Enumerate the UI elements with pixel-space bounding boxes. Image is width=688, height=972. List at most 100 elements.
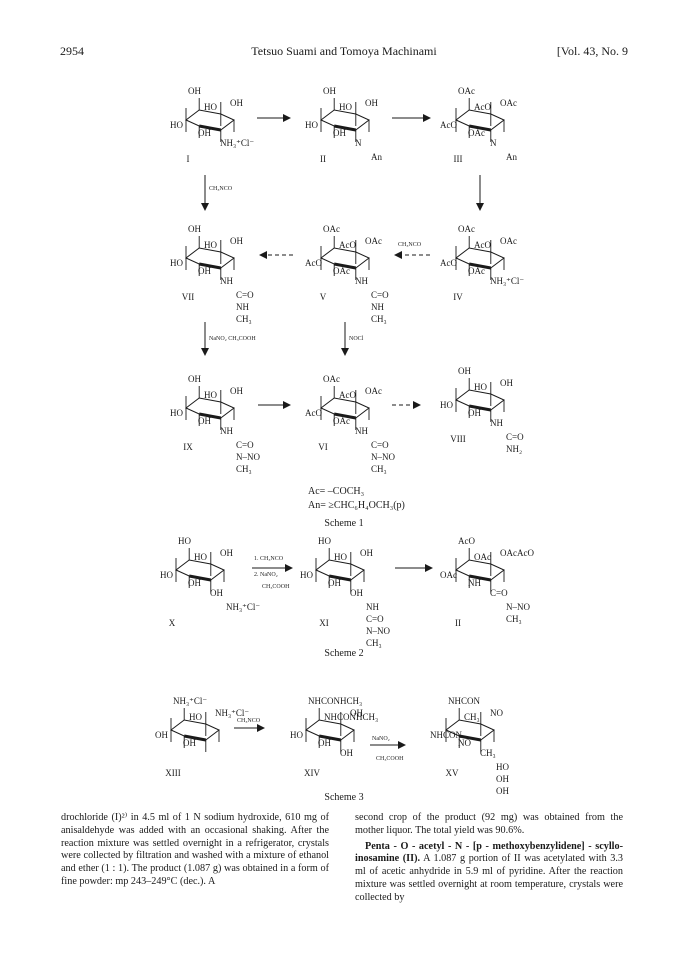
substituent-label: OH (350, 708, 363, 718)
ring-bold-edge (468, 262, 492, 270)
substituent-label: OH (365, 98, 378, 108)
substituent-label: C=O (236, 290, 254, 300)
substituent-label: AcO (474, 240, 491, 250)
reagent-label: CH₃NCO (398, 242, 422, 248)
abbreviation-legend: An= ≥CHC₆H₄OCH₃(p) (308, 500, 405, 511)
substituent-label: NH (355, 426, 368, 436)
running-head-volume: [Vol. 43, No. 9 (556, 44, 628, 58)
substituent-label: OH (198, 266, 211, 276)
substituent-label: C=O (490, 588, 508, 598)
substituent-label: CH₃ (506, 614, 522, 624)
substituent-label: OH (188, 578, 201, 588)
substituent-label: N (355, 138, 362, 148)
body-paragraph: second crop of the product (92 mg) was o… (355, 812, 623, 836)
reagent-label: CH₃COOH (376, 756, 404, 762)
compound-numeral: II (455, 618, 461, 628)
compound-numeral: XIII (165, 768, 181, 778)
ring-bold-edge (333, 262, 357, 270)
substituent-label: NH₃⁺Cl⁻ (173, 696, 207, 706)
ring-bold-edge (458, 734, 482, 742)
substituent-label: C=O (506, 432, 524, 442)
substituent-label: HO (194, 552, 207, 562)
substituent-label: OAc (458, 86, 475, 96)
substituent-label: NH (468, 578, 481, 588)
substituent-label: NH₃⁺Cl⁻ (220, 138, 254, 148)
compound-numeral: XI (319, 618, 329, 628)
substituent-label: CH₃ (480, 748, 496, 758)
substituent-label: CH₃ (371, 314, 387, 324)
reagent-label: NaNO₂ (372, 736, 390, 742)
substituent-label: OH (318, 738, 331, 748)
substituent-label: NHCON (448, 696, 481, 706)
substituent-label: OAc (468, 128, 485, 138)
substituent-label: OH (340, 748, 353, 758)
substituent-label: AcO (339, 240, 356, 250)
substituent-label: HO (290, 730, 303, 740)
substituent-label: OAc (468, 266, 485, 276)
ring-bold-edge (318, 734, 342, 742)
substituent-label: HO (305, 120, 318, 130)
substituent-label: NHCONHCH₃ (324, 712, 378, 722)
body-left-column: drochloride (I)²⁾ in 4.5 ml of 1 N sodiu… (61, 812, 329, 889)
compound-numeral: IX (183, 442, 193, 452)
substituent-label: HO (474, 382, 487, 392)
substituent-label: NHCON (430, 730, 463, 740)
substituent-label: HO (170, 258, 183, 268)
reagent-label: NaNO₂ CH₃COOH (209, 336, 256, 342)
compound-numeral: XIV (304, 768, 320, 778)
compound-heading: Penta - O - acetyl - N - [p - methoxyben… (355, 840, 623, 865)
substituent-label: OH (230, 386, 243, 396)
substituent-label: OAc (365, 236, 382, 246)
compound-numeral: IV (453, 292, 463, 302)
substituent-label: OH (468, 408, 481, 418)
substituent-label: AcO (474, 102, 491, 112)
compound-numeral: III (454, 154, 463, 164)
substituent-label: CH₃ (371, 464, 387, 474)
substituent-label: OH (350, 588, 363, 598)
compound-numeral: V (320, 292, 327, 302)
substituent-label: N–NO (236, 452, 260, 462)
substituent-label: CH₃ (464, 712, 480, 722)
substituent-label: N–NO (366, 626, 390, 636)
substituent-label: HO (204, 390, 217, 400)
substituent-label: OAc (323, 224, 340, 234)
substituent-label: N–NO (506, 602, 530, 612)
substituent-label: OH (188, 86, 201, 96)
schemes-figure: OHOHHOHOOHNH₃⁺Cl⁻IOHOHHOHOOHNAnIIOAcOAcA… (155, 86, 534, 803)
substituent-label: HO (318, 536, 331, 546)
substituent-label: OH (198, 128, 211, 138)
scheme-caption: Scheme 2 (324, 648, 363, 659)
substituent-label: N–NO (371, 452, 395, 462)
ring-bold-edge (183, 734, 207, 742)
substituent-label: OAc (500, 98, 517, 108)
substituent-label: OH (220, 548, 233, 558)
substituent-label: OH (188, 374, 201, 384)
body-right-column: second crop of the product (92 mg) was o… (355, 812, 623, 905)
compound-numeral: VI (318, 442, 328, 452)
substituent-label: HO (334, 552, 347, 562)
ring-bold-edge (198, 412, 222, 420)
substituent-label: OH (360, 548, 373, 558)
body-paragraph: drochloride (I)²⁾ in 4.5 ml of 1 N sodiu… (61, 812, 329, 887)
substituent-label: AcO (305, 258, 322, 268)
reagent-label: NOCl (349, 336, 364, 342)
substituent-label: C=O (236, 440, 254, 450)
substituent-label: HO (204, 240, 217, 250)
ring-bold-edge (468, 574, 492, 582)
substituent-label: HO (170, 408, 183, 418)
substituent-label: HO (496, 762, 509, 772)
substituent-label: NH (220, 276, 233, 286)
compound-numeral: XV (446, 768, 459, 778)
substituent-label: OAc (440, 570, 457, 580)
substituent-label: AcO (440, 120, 457, 130)
substituent-label: C=O (371, 440, 389, 450)
substituent-label: OH (500, 378, 513, 388)
substituent-label: OAc (323, 374, 340, 384)
substituent-label: NH (355, 276, 368, 286)
substituent-label: OH (323, 86, 336, 96)
compound-numeral: X (169, 618, 176, 628)
ring-bold-edge (198, 262, 222, 270)
substituent-label: CH₃ (236, 314, 252, 324)
substituent-label: NH (236, 302, 249, 312)
substituent-label: NH (490, 418, 503, 428)
